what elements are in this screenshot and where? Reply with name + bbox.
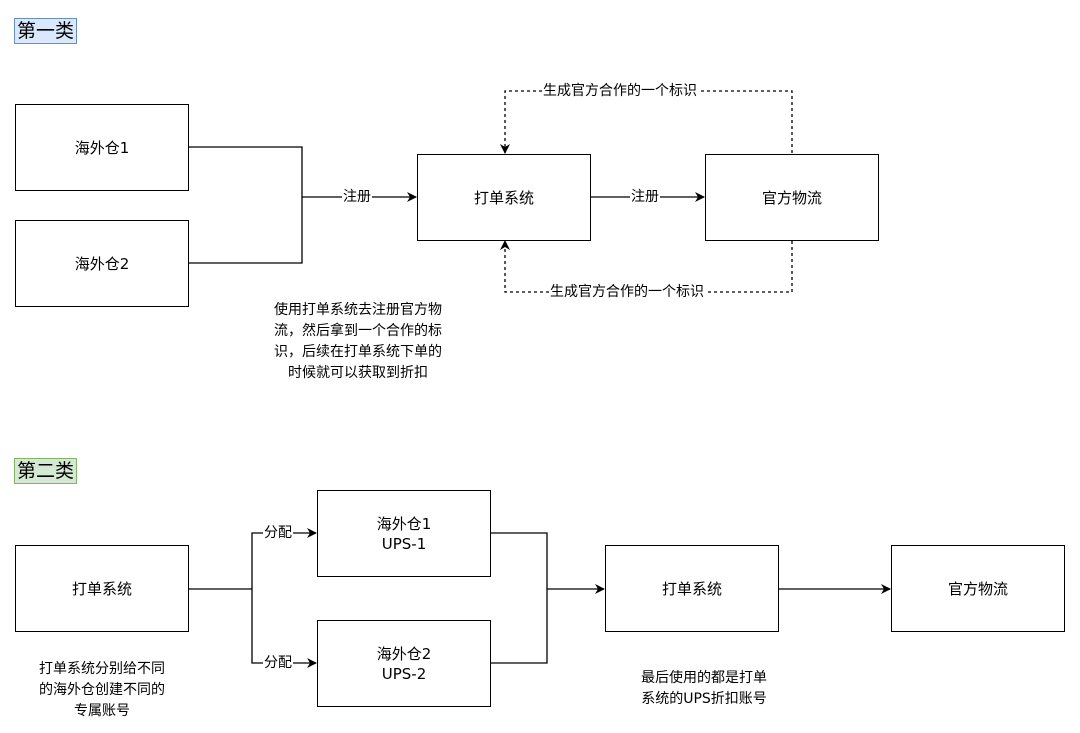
- section2-note-left: 打单系统分别给不同 的海外仓创建不同的 专属账号: [10, 659, 194, 722]
- warehouse2-node[interactable]: 海外仓2: [15, 220, 189, 307]
- warehouse1-ups1-node[interactable]: 海外仓1 UPS-1: [317, 490, 491, 577]
- warehouse1-label: 海外仓1: [376, 514, 432, 533]
- print-system-right-node[interactable]: 打单系统: [605, 545, 779, 632]
- print-system-node[interactable]: 打单系统: [417, 154, 591, 241]
- edge-assign-to-warehouse2: [251, 589, 317, 668]
- warehouse2-ups2-node[interactable]: 海外仓2 UPS-2: [317, 620, 491, 707]
- edge-label-assign-2: 分配: [263, 655, 293, 671]
- note-line: 系统的UPS折扣账号: [641, 691, 767, 707]
- official-logistics-label: 官方物流: [761, 188, 822, 207]
- official-logistics-node[interactable]: 官方物流: [705, 154, 879, 241]
- ups2-label: UPS-2: [381, 664, 427, 683]
- note-line: 的海外仓创建不同的: [39, 682, 165, 698]
- edge-warehouse1-merge-2: [490, 532, 548, 589]
- edge-identifier-top: [500, 90, 793, 154]
- edge-label-identifier-top: 生成官方合作的一个标识: [542, 83, 698, 99]
- section2-title: 第二类: [14, 458, 78, 484]
- edge-warehouse1-merge: [188, 146, 303, 197]
- ups1-label: UPS-1: [381, 534, 427, 553]
- note-line: 专属账号: [74, 703, 130, 719]
- official-logistics-2-node[interactable]: 官方物流: [891, 545, 1065, 632]
- note-line: 时候就可以获取到折扣: [288, 365, 428, 381]
- edge-label-register-2: 注册: [630, 189, 660, 205]
- warehouse1-node[interactable]: 海外仓1: [15, 104, 189, 191]
- edge-warehouse2-merge-2: [490, 589, 548, 664]
- section1-title: 第一类: [14, 18, 78, 44]
- edge-label-identifier-bottom: 生成官方合作的一个标识: [549, 284, 705, 300]
- edge-warehouse2-merge: [188, 197, 303, 264]
- note-line: 使用打单系统去注册官方物: [274, 302, 442, 318]
- print-system-left-label: 打单系统: [71, 579, 132, 598]
- print-system-left-node[interactable]: 打单系统: [15, 545, 189, 632]
- note-line: 流，然后拿到一个合作的标: [274, 323, 442, 339]
- official-logistics-label: 官方物流: [947, 579, 1008, 598]
- note-line: 识，后续在打单系统下单的: [274, 344, 442, 360]
- section2-note-right: 最后使用的都是打单 系统的UPS折扣账号: [612, 668, 796, 710]
- note-line: 最后使用的都是打单: [641, 670, 767, 686]
- edge-label-assign-1: 分配: [263, 525, 293, 541]
- note-line: 打单系统分别给不同: [39, 661, 165, 677]
- warehouse1-label: 海外仓1: [74, 138, 130, 157]
- print-system-right-label: 打单系统: [661, 579, 722, 598]
- edge-assign-to-warehouse1: [251, 528, 317, 589]
- print-system-label: 打单系统: [473, 188, 534, 207]
- warehouse2-label: 海外仓2: [376, 644, 432, 663]
- section1-note: 使用打单系统去注册官方物 流，然后拿到一个合作的标 识，后续在打单系统下单的 时…: [243, 300, 473, 384]
- warehouse2-label: 海外仓2: [74, 254, 130, 273]
- edge-label-register-1: 注册: [342, 189, 372, 205]
